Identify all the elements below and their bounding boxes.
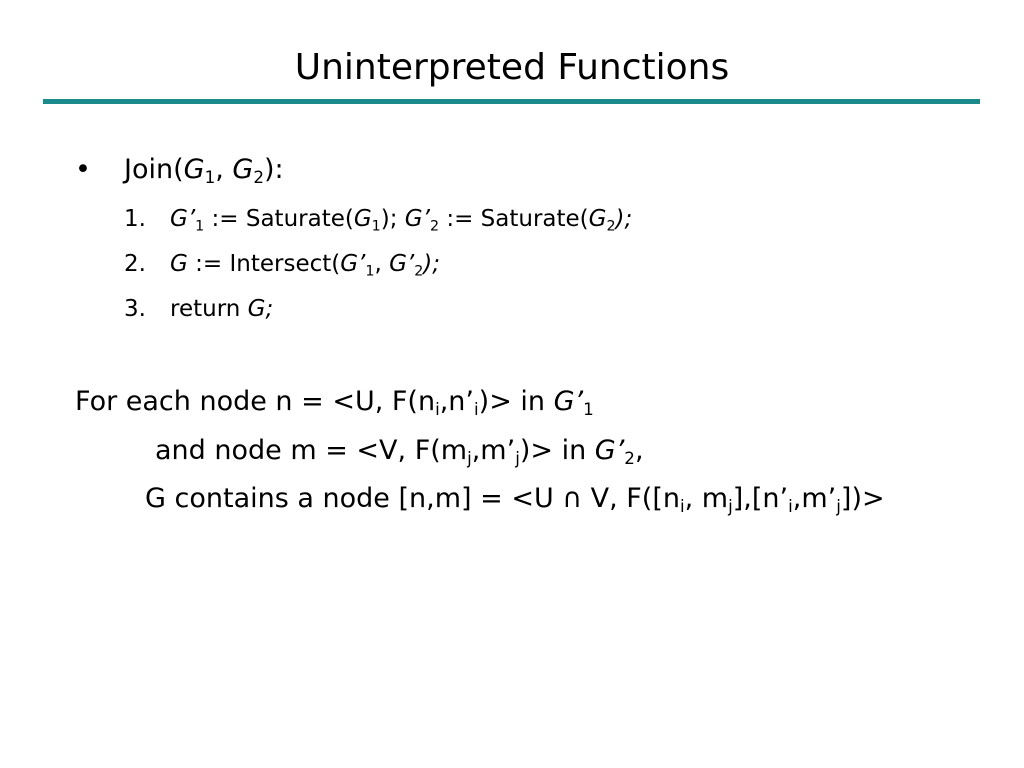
para3-sub-j: j: [728, 496, 733, 517]
title-underline: [43, 99, 980, 104]
step1-gp2: G’: [404, 206, 430, 232]
para2-sub-j: j: [467, 448, 472, 469]
para3-sub-i: i: [679, 496, 685, 517]
para2-comma: ,: [634, 435, 644, 466]
para2-text-b: ,m’: [471, 435, 516, 466]
step2-sep: ,: [374, 251, 390, 277]
step1-g1-sub: 1: [371, 218, 381, 235]
step1-g2-sub: 2: [606, 218, 616, 235]
step3-return: return: [170, 296, 248, 322]
join-heading: Join(G1, G2):: [124, 152, 284, 188]
para1-gprime: G’: [553, 386, 584, 417]
para2-gprime: G’: [594, 435, 625, 466]
join-g1: G: [183, 154, 205, 185]
para2-text-a: and node m = <V, F(m: [155, 435, 468, 466]
para-line-3: G contains a node [n,m] = <U ∩ V, F([ni,…: [145, 481, 885, 517]
step1-g2: G: [588, 206, 607, 232]
step2-gp2: G’: [389, 251, 415, 277]
step2-g: G: [170, 251, 188, 277]
para3-text-e: ])>: [840, 483, 885, 514]
para3-text-b: , m: [684, 483, 729, 514]
para3-text-c: ],[n’: [732, 483, 789, 514]
step2-sub2: 2: [414, 263, 424, 280]
step1-g1: G: [353, 206, 372, 232]
para-line-1: For each node n = <U, F(ni,n’i)> in G’1: [75, 384, 594, 420]
para1-text-c: )> in: [478, 386, 554, 417]
para3-sub-i2: i: [788, 496, 793, 517]
para3-sub-j2: j: [836, 496, 841, 517]
para1-sub-i: i: [435, 399, 440, 420]
para1-sub-1: 1: [583, 399, 594, 420]
step1-close2: );: [615, 206, 633, 232]
join-sub1: 1: [204, 167, 216, 188]
step-number: 3.: [124, 296, 146, 322]
join-close: ):: [264, 154, 284, 185]
step-1: 1.G’1 := Saturate(G1); G’2 := Saturate(G…: [124, 201, 632, 237]
para1-text-b: ,n’: [439, 386, 474, 417]
para1-sub-i2: i: [474, 399, 479, 420]
step1-assign: := Saturate(: [204, 206, 354, 232]
step2-close: );: [423, 251, 441, 277]
slide-title: Uninterpreted Functions: [294, 47, 730, 88]
para-line-2: and node m = <V, F(mj,m’j)> in G’2,: [155, 433, 644, 469]
step1-close: );: [380, 206, 405, 232]
join-sub2: 2: [253, 167, 264, 188]
step-number: 2.: [124, 251, 146, 277]
join-name: Join(: [124, 154, 184, 185]
para3-text-a: G contains a node [n,m] = <U ∩ V, F([n: [145, 483, 680, 514]
para1-text-a: For each node n = <U, F(n: [75, 386, 436, 417]
step-2: 2.G := Intersect(G’1, G’2);: [124, 246, 440, 282]
step1-sub1: 1: [195, 218, 205, 235]
para2-text-c: )> in: [519, 435, 595, 466]
para2-sub-2: 2: [624, 448, 635, 469]
join-g2: G: [232, 154, 254, 185]
para3-text-d: ,m’: [792, 483, 837, 514]
step1-sub2: 2: [429, 218, 440, 235]
para2-sub-j2: j: [515, 448, 520, 469]
step2-assign: := Intersect(: [187, 251, 341, 277]
step-3: 3. return G;: [124, 291, 273, 327]
step-number: 1.: [124, 206, 146, 232]
step1-gp1: G’: [170, 206, 196, 232]
step2-sub1: 1: [365, 263, 375, 280]
step3-g: G;: [247, 296, 274, 322]
join-sep: ,: [215, 154, 233, 185]
step2-gp1: G’: [340, 251, 366, 277]
bullet-marker: •: [75, 154, 91, 185]
step1-assign2: := Saturate(: [439, 206, 589, 232]
